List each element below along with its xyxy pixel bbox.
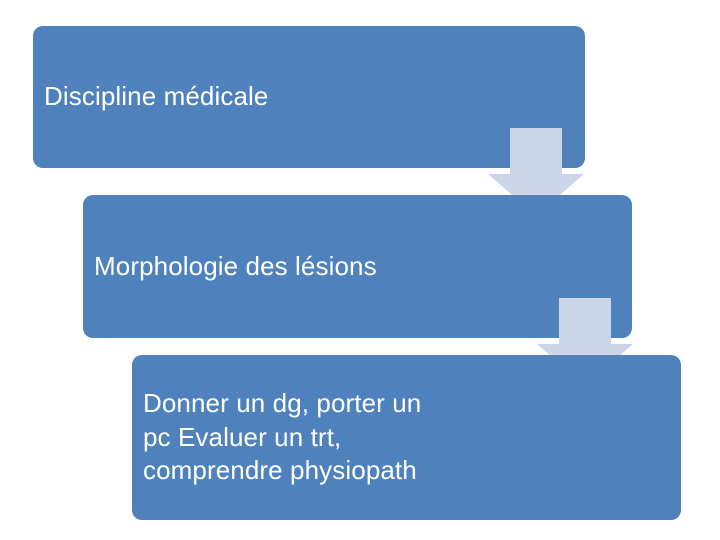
process-box-step-1[interactable]: Discipline médicale (33, 26, 585, 168)
process-box-step-3[interactable]: Donner un dg, porter un pc Evaluer un tr… (132, 355, 681, 520)
process-box-step-3-label: Donner un dg, porter un pc Evaluer un tr… (143, 387, 422, 486)
process-box-step-2[interactable]: Morphologie des lésions (83, 195, 632, 338)
process-box-step-1-label: Discipline médicale (44, 81, 269, 112)
process-box-step-2-label: Morphologie des lésions (94, 250, 377, 281)
